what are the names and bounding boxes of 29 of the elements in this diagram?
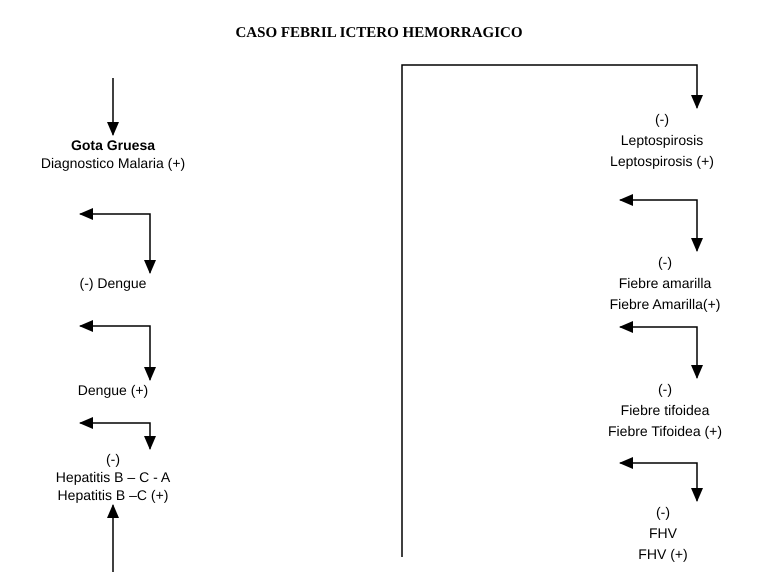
arrow	[107, 504, 119, 572]
diagnosis-label: Fiebre tifoidea	[620, 401, 710, 420]
positive-result-label: Leptospirosis (+)	[610, 152, 714, 171]
positive-result-label: Hepatitis B –C (+)	[58, 486, 168, 504]
negative-result-label: (-)	[655, 110, 669, 129]
title: CASO FEBRIL ICTERO HEMORRAGICO	[235, 25, 523, 41]
positive-result-label: FHV (+)	[638, 545, 688, 564]
arrow	[619, 321, 703, 379]
negative-result-label: (-)	[106, 450, 120, 468]
arrow	[107, 78, 119, 136]
arrow	[401, 64, 703, 557]
arrow	[79, 320, 156, 381]
arrow	[619, 194, 703, 252]
negative-result-label: (-)	[658, 253, 672, 272]
diagnosis-label: Dengue (+)	[78, 381, 148, 399]
positive-result-label: Fiebre Amarilla(+)	[610, 295, 720, 314]
test-heading: Gota Gruesa	[70, 136, 156, 154]
diagnosis-label: FHV	[649, 524, 677, 543]
diagnosis-label: Fiebre amarilla	[618, 274, 712, 293]
diagnosis-label: (-) Dengue	[80, 274, 146, 292]
negative-result-label: (-)	[658, 380, 672, 399]
positive-result-label: Diagnostico Malaria (+)	[40, 154, 186, 172]
diagnosis-label: Hepatitis B – C - A	[56, 468, 170, 486]
negative-result-label: (-)	[656, 503, 670, 522]
arrow	[79, 208, 156, 274]
positive-result-label: Fiebre Tifoidea (+)	[608, 422, 722, 441]
diagnosis-label: Leptospirosis	[620, 131, 704, 150]
arrow	[619, 457, 703, 502]
arrow	[79, 417, 156, 450]
